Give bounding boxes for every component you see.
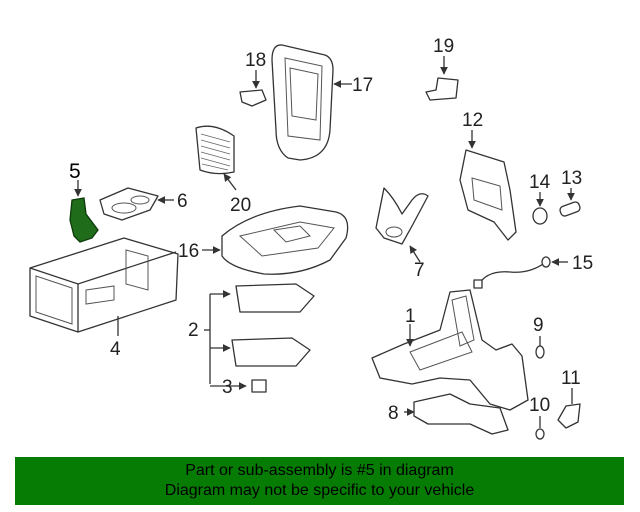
part-10-washer bbox=[535, 416, 545, 440]
callout-12[interactable]: 12 bbox=[462, 110, 483, 131]
part-1-seat-frame bbox=[371, 289, 529, 411]
callout-10[interactable]: 10 bbox=[529, 395, 550, 416]
callout-11[interactable]: 11 bbox=[561, 368, 581, 389]
callout-14[interactable]: 14 bbox=[529, 172, 551, 193]
callout-15[interactable]: 15 bbox=[572, 253, 593, 274]
info-banner: Part or sub-assembly is #5 in diagram Di… bbox=[15, 457, 624, 505]
callout-19[interactable]: 19 bbox=[433, 36, 454, 57]
part-13-pin bbox=[559, 188, 581, 217]
callout-20[interactable]: 20 bbox=[230, 195, 251, 216]
callout-4[interactable]: 4 bbox=[110, 339, 121, 360]
callout-5[interactable]: 5 bbox=[69, 160, 81, 183]
part-4-storage-box bbox=[29, 237, 179, 336]
part-7-bracket bbox=[375, 187, 429, 263]
part-17-seat-back-frame bbox=[271, 44, 352, 161]
callout-2[interactable]: 2 bbox=[188, 320, 199, 341]
part-20-grille bbox=[195, 125, 237, 191]
part-2-pads bbox=[204, 283, 315, 384]
callout-17[interactable]: 17 bbox=[352, 75, 373, 96]
callout-16[interactable]: 16 bbox=[178, 241, 199, 262]
part-9-washer bbox=[535, 336, 545, 359]
part-18-clip bbox=[239, 70, 267, 107]
part-8-trim-cover bbox=[404, 393, 509, 435]
callout-7[interactable]: 7 bbox=[414, 260, 425, 281]
banner-line-2: Diagram may not be specific to your vehi… bbox=[164, 482, 475, 499]
part-6-cup-holder bbox=[99, 187, 174, 221]
part-11-cap bbox=[557, 388, 581, 429]
callout-9[interactable]: 9 bbox=[533, 315, 544, 336]
parts-diagram: 17 18 19 20 12 13 bbox=[29, 36, 593, 440]
part-5-highlighted-bracket bbox=[69, 180, 99, 243]
callout-1[interactable]: 1 bbox=[405, 306, 416, 327]
callout-13[interactable]: 13 bbox=[561, 168, 582, 189]
part-15-cable bbox=[473, 256, 568, 289]
part-19-bracket bbox=[425, 56, 459, 101]
part-16-console-tray bbox=[202, 205, 349, 275]
callout-6[interactable]: 6 bbox=[177, 191, 188, 212]
part-14-bushing bbox=[532, 192, 548, 225]
callout-18[interactable]: 18 bbox=[245, 50, 266, 71]
banner-line-1: Part or sub-assembly is #5 in diagram bbox=[185, 462, 454, 479]
part-3-clip bbox=[210, 379, 267, 393]
callout-3[interactable]: 3 bbox=[222, 377, 233, 398]
part-12-side-panel bbox=[459, 130, 517, 241]
callout-8[interactable]: 8 bbox=[388, 403, 399, 424]
